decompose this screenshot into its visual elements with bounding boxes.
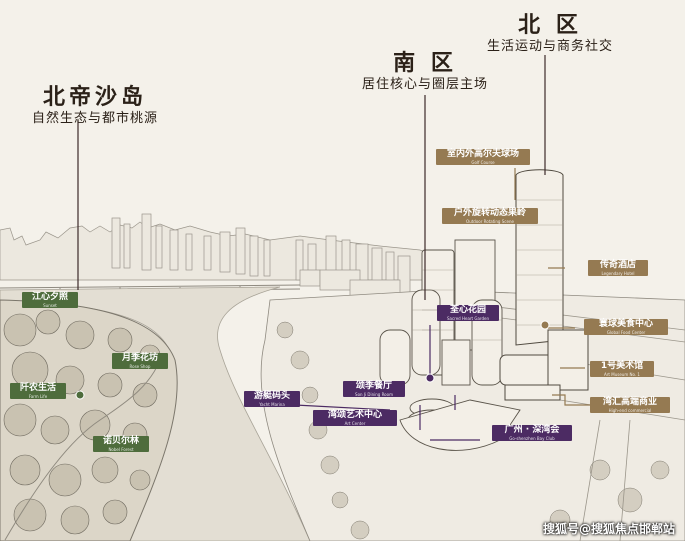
island-label-farm-life[interactable]: 阡农生活 Farm Life <box>10 383 66 399</box>
island-trees <box>3 309 161 535</box>
north-label-art-museum[interactable]: 1号美术馆 Art Museum No. 1 <box>590 361 654 377</box>
north-label-high-end-commercial[interactable]: 湾汇高端商业 High-end commercial <box>590 397 670 413</box>
north-label-global-food-center[interactable]: 寰球美食中心 Global Food Center <box>584 319 668 335</box>
north-island-heading: 北帝沙岛 自然生态与都市桃源 <box>20 84 170 128</box>
north-island-title: 北帝沙岛 <box>42 84 147 110</box>
north-label-golf-course[interactable]: 室内外高尔夫球场 Golf Course <box>436 149 530 165</box>
north-label-legendary-hotel[interactable]: 传奇酒店 Legendary Hotel <box>588 260 648 276</box>
south-label-yacht-marina[interactable]: 游艇码头 Yacht Marina <box>244 391 300 407</box>
island-path <box>4 359 161 541</box>
island-label-sunset[interactable]: 江心夕照 Sunset <box>22 292 78 308</box>
north-tower-lines <box>516 199 563 326</box>
north-label-rotating-green[interactable]: 户外旋转动态果岭 Outdoor Rotating Scene <box>442 208 538 224</box>
south-label-bay-club[interactable]: 广州 · 深湾会 Go-shenzhen Bay Club <box>492 425 572 441</box>
south-zone-subtitle: 居住核心与圈层主场 <box>361 77 488 92</box>
island-label-rose-shop[interactable]: 月季花坊 Rose Shop <box>112 353 168 369</box>
north-zone-title: 北 区 <box>518 12 582 38</box>
leader-lines <box>77 55 590 441</box>
north-tower <box>499 169 589 401</box>
south-zone-heading: 南 区 居住核心与圈层主场 <box>350 50 500 94</box>
watermark: 搜狐号@搜狐焦点邯郸站 <box>542 522 675 536</box>
north-island-subtitle: 自然生态与都市桃源 <box>31 111 158 126</box>
south-label-art-center[interactable]: 湾颂艺术中心 Art Center <box>313 410 397 426</box>
south-label-dining-room[interactable]: 颂季餐厅 Son Ji Dining Room <box>343 381 405 397</box>
north-zone-heading: 北 区 生活运动与商务社交 <box>470 12 630 56</box>
south-towers <box>379 239 521 451</box>
island-label-nobel-forest[interactable]: 诺贝尔林 Nobel Forest <box>93 436 149 452</box>
far-skyline <box>0 213 441 301</box>
north-zone-subtitle: 生活运动与商务社交 <box>486 39 613 54</box>
south-zone-title: 南 区 <box>393 50 457 76</box>
south-label-sacred-heart-garden[interactable]: 荃心花园 Sacred Heart Garden <box>437 305 499 321</box>
location-markers <box>75 320 550 400</box>
